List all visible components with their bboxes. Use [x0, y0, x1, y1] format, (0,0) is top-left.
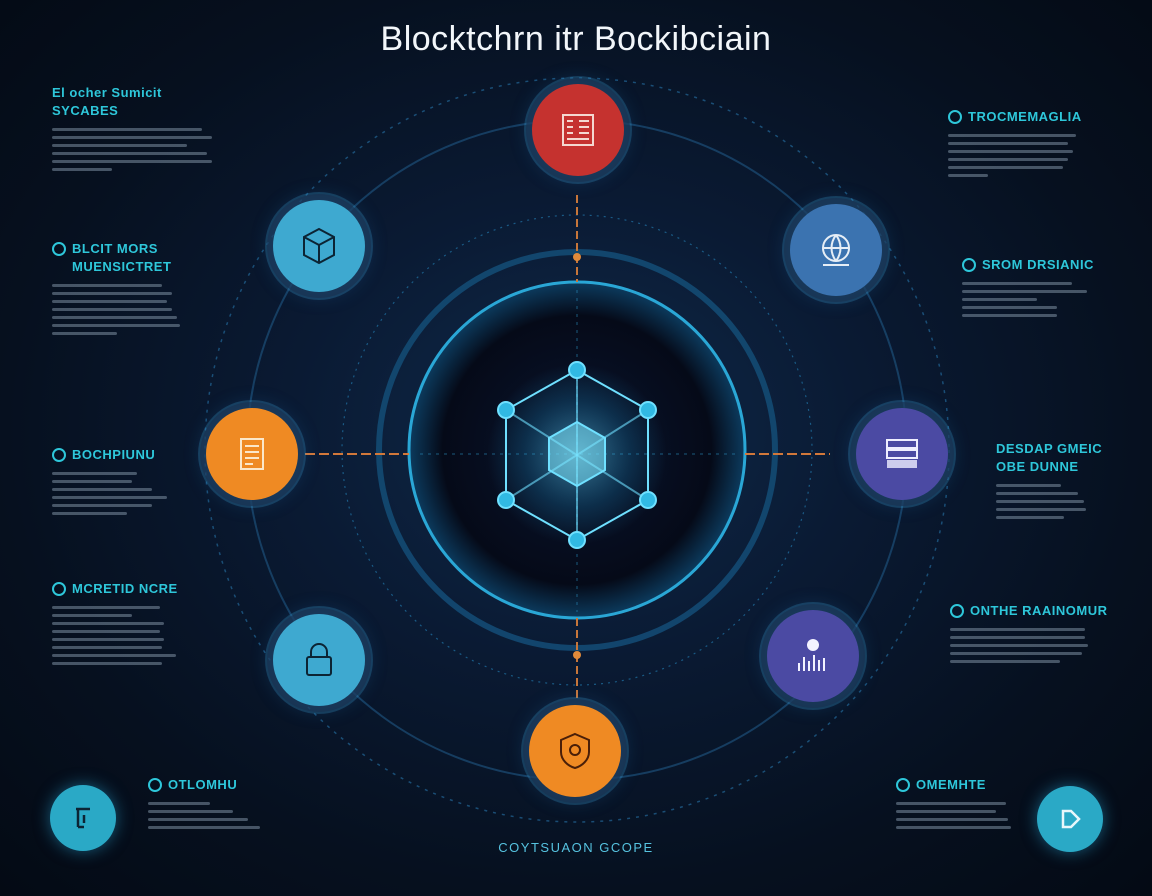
bullet-icon [52, 242, 66, 256]
node-upper-left[interactable] [273, 200, 365, 292]
server-icon [886, 439, 918, 468]
building-icon [562, 114, 594, 146]
panel-left-3: BOCHPIUNU [52, 446, 232, 520]
panel-heading: SROM DRSIANIC [982, 257, 1094, 272]
panel-bottom-left: OTLOMHU [148, 776, 328, 834]
panel-body [996, 484, 1152, 519]
panel-top-right: TROCMEMAGLIA [948, 108, 1128, 182]
panel-left-4: MCRETID NCRE [52, 580, 232, 670]
panel-bottom-right: OMEMHTE [896, 776, 1076, 834]
panel-left-2: BLCIT MORS MUENSICTRET [52, 240, 232, 340]
hexagon-network-icon [497, 361, 657, 549]
outer-ring [204, 77, 950, 823]
bullet-icon [52, 448, 66, 462]
bullet-icon [52, 582, 66, 596]
panel-heading: ONTHE RAAINOMUR [970, 603, 1108, 618]
node-lower-right[interactable] [767, 610, 859, 702]
node-lower-left[interactable] [273, 614, 365, 706]
lock-icon [306, 643, 332, 676]
panel-right-4: ONTHE RAAINOMUR [950, 602, 1130, 668]
corner-left-button[interactable] [50, 785, 116, 851]
panel-body [948, 134, 1128, 177]
panel-heading: BOCHPIUNU [72, 447, 156, 462]
bracket-icon [76, 807, 90, 829]
panel-heading: TROCMEMAGLIA [968, 109, 1082, 124]
panel-heading: OTLOMHU [168, 777, 238, 792]
play-icon [1061, 809, 1081, 829]
panel-body [52, 606, 232, 665]
bullet-icon [962, 258, 976, 272]
panel-body [962, 282, 1142, 317]
panel-heading: BLCIT MORS MUENSICTRET [72, 241, 172, 274]
bullet-icon [148, 778, 162, 792]
node-right[interactable] [856, 408, 948, 500]
globe-icon [822, 234, 850, 266]
panel-heading: El ocher Sumicit SYCABES [52, 85, 162, 118]
panel-body [52, 472, 232, 515]
panel-body [896, 802, 1076, 829]
panel-body [148, 802, 328, 829]
bullet-icon [948, 110, 962, 124]
page-title: Blocktchrn itr Bockibciain [380, 20, 772, 58]
node-left[interactable] [206, 408, 298, 500]
panel-body [52, 284, 232, 335]
panel-heading: DESDAP GMEIC OBE DUNNE [996, 441, 1103, 474]
corner-right-button[interactable] [1037, 786, 1103, 852]
node-upper-right[interactable] [790, 204, 882, 296]
bullet-icon [896, 778, 910, 792]
footer-caption: COYTSUAON GCOPE [498, 840, 654, 855]
panel-body [950, 628, 1130, 663]
node-bottom[interactable] [529, 705, 621, 797]
panel-body [52, 128, 232, 171]
document-icon [240, 438, 264, 470]
shield-icon [560, 732, 590, 770]
panel-right-3: DESDAP GMEIC OBE DUNNE [996, 440, 1152, 524]
node-top[interactable] [532, 84, 624, 176]
panel-right-2: SROM DRSIANIC [962, 256, 1142, 322]
panel-top-left: El ocher Sumicit SYCABES [52, 84, 232, 176]
bullet-icon [950, 604, 964, 618]
cube-icon [303, 227, 335, 265]
chart-icon [798, 639, 825, 671]
panel-heading: MCRETID NCRE [72, 581, 178, 596]
panel-heading: OMEMHTE [916, 777, 986, 792]
